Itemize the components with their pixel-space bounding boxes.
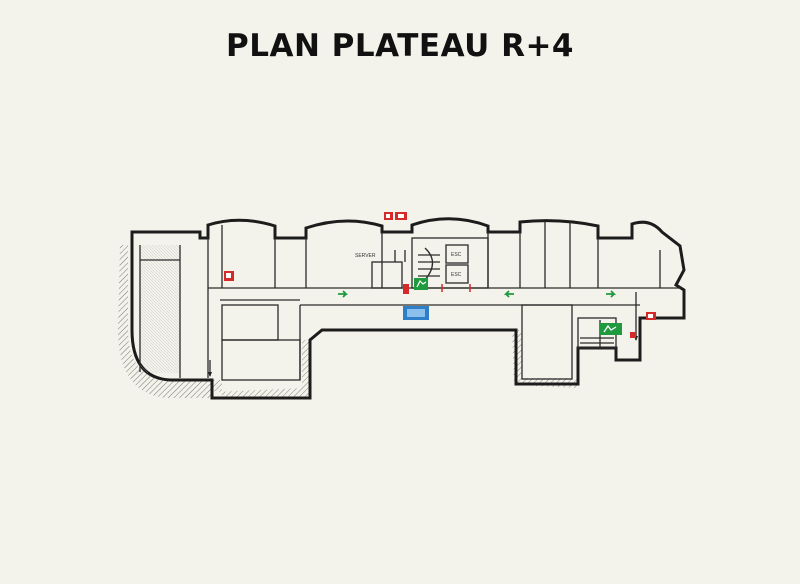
right-block-shadow <box>512 330 578 388</box>
fire-extinguisher-icon <box>224 271 234 281</box>
left-tower-grid <box>140 245 180 373</box>
fire-extinguisher-icon <box>403 284 409 294</box>
emergency-exit-icon <box>600 323 622 335</box>
fire-extinguisher-icon <box>646 312 656 320</box>
lower-right-room <box>521 304 573 380</box>
direction-arrow-icon <box>503 290 514 298</box>
left-tower-shadow <box>118 245 212 398</box>
direction-arrow-icon <box>338 290 349 298</box>
lower-left-room <box>221 304 279 341</box>
plan-title: PLAN PLATEAU R+4 <box>225 28 574 64</box>
info-panel-icon <box>403 306 429 320</box>
direction-arrow-icon <box>606 290 617 298</box>
stair-label-a: ESC <box>451 252 462 258</box>
server-label: SERVER <box>355 253 376 259</box>
emergency-exit-icon <box>414 278 428 290</box>
stair-core <box>411 237 489 289</box>
stair-label-b: ESC <box>451 272 462 278</box>
server-room <box>371 261 403 289</box>
fire-extinguisher-icon <box>384 212 407 220</box>
fire-extinguisher-icon <box>630 332 636 338</box>
lower-block-shadow <box>210 340 310 398</box>
outer-wall <box>130 217 686 400</box>
